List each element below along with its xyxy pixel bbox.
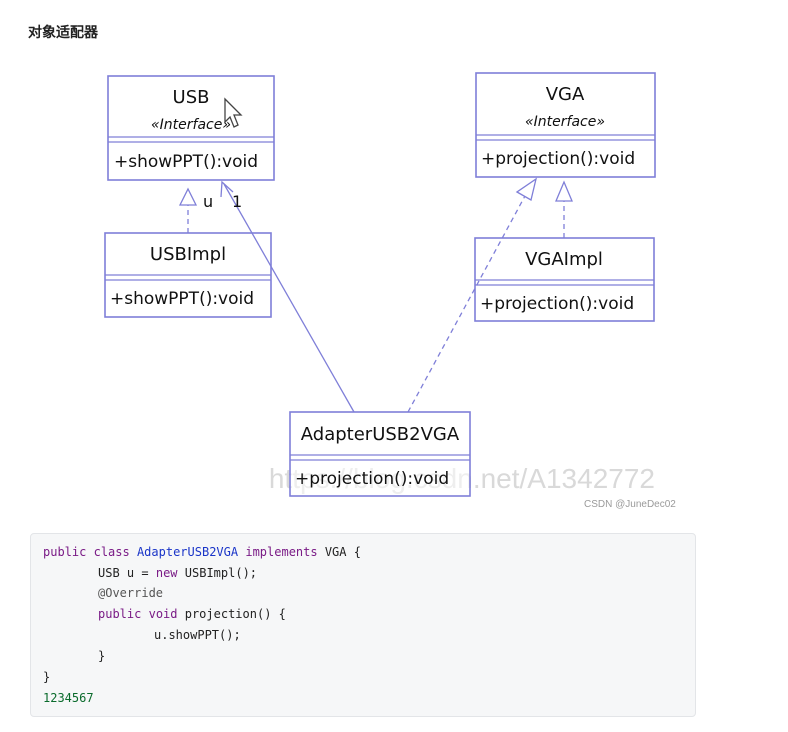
code-token: projection() bbox=[184, 607, 272, 621]
code-token: u bbox=[126, 566, 135, 580]
adapter-usb-association-arrow bbox=[220, 180, 355, 413]
vga-operation: +projection():void bbox=[481, 149, 635, 169]
usbimpl-class-name: USBImpl bbox=[150, 244, 226, 265]
code-token: { bbox=[278, 607, 286, 621]
code-line-6: } bbox=[98, 646, 105, 666]
section-heading: 对象适配器 bbox=[28, 25, 98, 41]
vgaimpl-realization-arrow bbox=[555, 180, 573, 238]
adapter-class-name: AdapterUSB2VGA bbox=[301, 424, 460, 445]
vgaimpl-class-name: VGAImpl bbox=[525, 249, 603, 270]
code-line-7: } bbox=[43, 667, 50, 687]
code-token: u.showPPT(); bbox=[154, 628, 241, 642]
code-token: class bbox=[93, 545, 130, 559]
code-line-numbers: 1234567 bbox=[43, 691, 94, 705]
code-token: void bbox=[148, 607, 178, 621]
code-token: USB bbox=[98, 566, 120, 580]
adapter-class-box: AdapterUSB2VGA +projection():void bbox=[289, 411, 471, 497]
usb-class-name: USB bbox=[173, 87, 210, 108]
usbimpl-class-box: USBImpl +showPPT():void bbox=[104, 232, 272, 318]
adapter-operation: +projection():void bbox=[295, 469, 449, 489]
code-line-2: USB u = new USBImpl(); bbox=[98, 563, 257, 583]
code-line-1: public class AdapterUSB2VGA implements V… bbox=[43, 542, 361, 562]
code-token: } bbox=[98, 649, 106, 663]
vga-interface-box: VGA «Interface» +projection():void bbox=[475, 72, 656, 178]
usbimpl-realization-arrow bbox=[178, 187, 198, 233]
usb-interface-box: USB «Interface» +showPPT():void bbox=[107, 75, 275, 181]
code-token: public bbox=[43, 545, 87, 559]
code-token: VGA bbox=[324, 545, 347, 559]
code-block: public class AdapterUSB2VGA implements V… bbox=[30, 533, 696, 717]
code-token: } bbox=[43, 670, 51, 684]
code-token: @Override bbox=[98, 586, 164, 600]
code-token: = bbox=[141, 566, 149, 580]
adapter-vga-realization-arrow bbox=[407, 177, 538, 413]
code-line-5: u.showPPT(); bbox=[154, 625, 241, 645]
usb-operation: +showPPT():void bbox=[114, 152, 258, 172]
code-token: AdapterUSB2VGA bbox=[136, 545, 239, 559]
code-token: implements bbox=[245, 545, 318, 559]
association-multiplicity-label: 1 bbox=[232, 192, 242, 211]
code-line-3: @Override bbox=[98, 583, 163, 603]
usb-stereotype: «Interface» bbox=[151, 117, 231, 133]
vgaimpl-class-box: VGAImpl +projection():void bbox=[474, 237, 655, 322]
usbimpl-operation: +showPPT():void bbox=[110, 289, 254, 309]
association-role-label: u bbox=[203, 192, 213, 211]
code-token: USBImpl(); bbox=[184, 566, 258, 580]
vgaimpl-operation: +projection():void bbox=[480, 294, 634, 314]
vga-class-name: VGA bbox=[546, 84, 585, 105]
code-token: public bbox=[98, 607, 142, 621]
vga-stereotype: «Interface» bbox=[525, 114, 605, 130]
code-token: new bbox=[155, 566, 178, 580]
code-line-4: public void projection() { bbox=[98, 604, 286, 624]
uml-diagram: https://blog.csdn.net/A1342772 USB «Inte… bbox=[104, 72, 656, 497]
code-token: { bbox=[353, 545, 361, 559]
csdn-credit: CSDN @JuneDec02 bbox=[584, 499, 676, 510]
cursor-icon bbox=[224, 97, 243, 128]
